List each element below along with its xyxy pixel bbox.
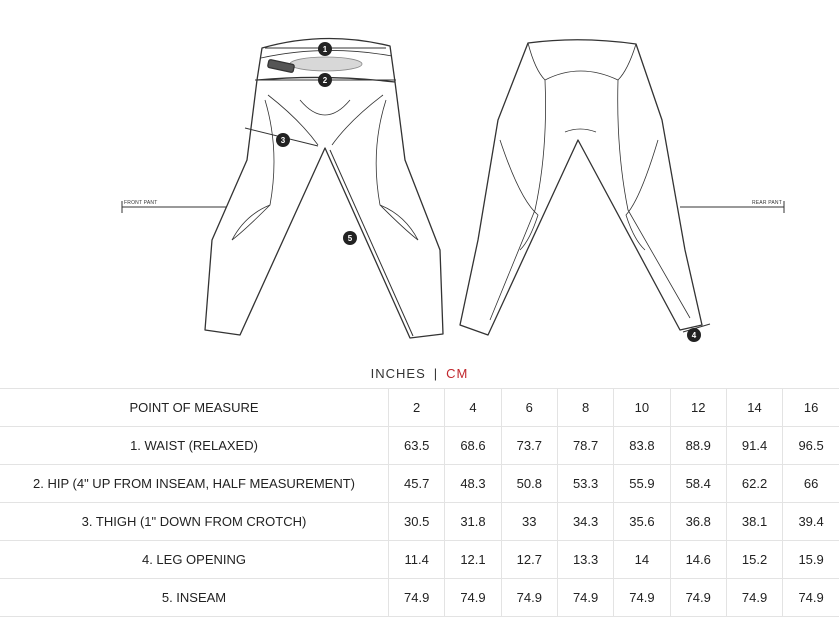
size-header: 6	[500, 388, 558, 427]
size-header: 2	[387, 388, 446, 427]
table-cell: 53.3	[556, 464, 615, 503]
table-cell: 74.9	[500, 578, 558, 617]
front-pant-drawing	[121, 37, 444, 339]
table-cell: 34.3	[556, 502, 615, 541]
measure-label: 1. WAIST (RELAXED)	[0, 426, 389, 465]
table-cell: 11.4	[387, 540, 446, 579]
table-cell: 55.9	[613, 464, 671, 503]
table-row: 1. WAIST (RELAXED) 63.5 68.6 73.7 78.7 8…	[0, 426, 839, 465]
table-cell: 45.7	[387, 464, 446, 503]
size-header: 4	[444, 388, 502, 427]
size-header: 12	[669, 388, 727, 427]
table-row: 2. HIP (4" UP FROM INSEAM, HALF MEASUREM…	[0, 464, 839, 503]
size-chart-table: POINT OF MEASURE 2 4 6 8 10 12 14 16 1. …	[0, 388, 839, 617]
table-cell: 78.7	[556, 426, 615, 465]
svg-text:2: 2	[323, 76, 328, 85]
table-header-row: POINT OF MEASURE 2 4 6 8 10 12 14 16	[0, 388, 839, 427]
svg-text:5: 5	[348, 234, 353, 243]
table-cell: 48.3	[444, 464, 502, 503]
measure-label: 3. THIGH (1" DOWN FROM CROTCH)	[0, 502, 389, 541]
point-of-measure-header: POINT OF MEASURE	[0, 388, 389, 427]
table-cell: 74.9	[725, 578, 784, 617]
size-header: 16	[782, 388, 839, 427]
callout-2: 2	[318, 73, 332, 87]
svg-text:3: 3	[281, 136, 286, 145]
table-cell: 13.3	[556, 540, 615, 579]
table-row: 4. LEG OPENING 11.4 12.1 12.7 13.3 14 14…	[0, 540, 839, 579]
table-cell: 33	[500, 502, 558, 541]
table-row: 5. INSEAM 74.9 74.9 74.9 74.9 74.9 74.9 …	[0, 578, 839, 617]
callout-4: 4	[687, 328, 701, 342]
size-header: 14	[725, 388, 784, 427]
measure-label: 5. INSEAM	[0, 578, 389, 617]
unit-cm-toggle[interactable]: CM	[446, 366, 469, 381]
table-cell: 15.9	[782, 540, 839, 579]
rear-pant-label: REAR PANT	[752, 200, 782, 206]
callout-1: 1	[318, 42, 332, 56]
rear-pant-drawing	[459, 39, 785, 336]
svg-text:1: 1	[323, 45, 328, 54]
table-cell: 35.6	[613, 502, 671, 541]
table-cell: 38.1	[725, 502, 784, 541]
table-row: 3. THIGH (1" DOWN FROM CROTCH) 30.5 31.8…	[0, 502, 839, 541]
table-cell: 83.8	[613, 426, 671, 465]
unit-toggle: INCHES | CM	[0, 366, 839, 381]
table-cell: 74.9	[669, 578, 727, 617]
size-header: 8	[556, 388, 615, 427]
size-header: 10	[613, 388, 671, 427]
table-cell: 31.8	[444, 502, 502, 541]
table-cell: 30.5	[387, 502, 446, 541]
unit-inches-toggle[interactable]: INCHES	[370, 366, 426, 381]
table-cell: 73.7	[500, 426, 558, 465]
table-cell: 14.6	[669, 540, 727, 579]
measure-label: 2. HIP (4" UP FROM INSEAM, HALF MEASUREM…	[0, 464, 389, 503]
table-cell: 74.9	[387, 578, 446, 617]
front-pant-label: FRONT PANT	[124, 200, 157, 206]
table-cell: 50.8	[500, 464, 558, 503]
table-cell: 39.4	[782, 502, 839, 541]
table-cell: 91.4	[725, 426, 784, 465]
table-cell: 74.9	[782, 578, 839, 617]
table-cell: 12.7	[500, 540, 558, 579]
table-cell: 88.9	[669, 426, 727, 465]
callout-3: 3	[276, 133, 290, 147]
table-cell: 15.2	[725, 540, 784, 579]
measure-label: 4. LEG OPENING	[0, 540, 389, 579]
table-cell: 14	[613, 540, 671, 579]
table-cell: 68.6	[444, 426, 502, 465]
svg-text:4: 4	[692, 331, 697, 340]
table-cell: 96.5	[782, 426, 839, 465]
callout-5: 5	[343, 231, 357, 245]
table-cell: 58.4	[669, 464, 727, 503]
table-cell: 12.1	[444, 540, 502, 579]
table-cell: 74.9	[556, 578, 615, 617]
pant-diagram: 1 2 3 4 5 FRONT PANT REAR PANT	[121, 37, 785, 342]
table-cell: 74.9	[613, 578, 671, 617]
table-cell: 63.5	[387, 426, 446, 465]
table-cell: 62.2	[725, 464, 784, 503]
table-cell: 74.9	[444, 578, 502, 617]
table-cell: 36.8	[669, 502, 727, 541]
table-cell: 66	[782, 464, 839, 503]
unit-separator: |	[433, 366, 439, 381]
